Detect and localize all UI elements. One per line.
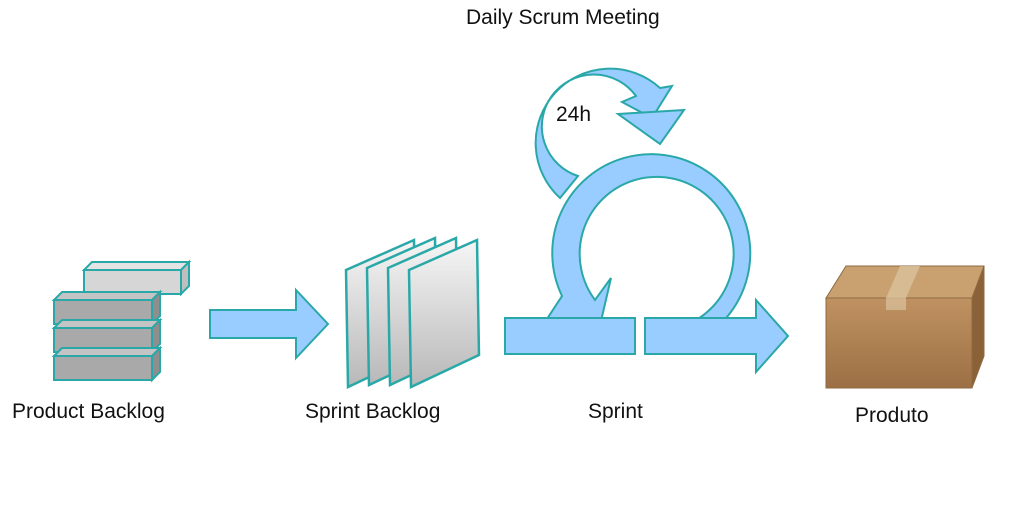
product-label: Produto [855,404,929,427]
cycle-duration-label: 24h [556,103,592,126]
daily-scrum-ring-arrow [534,67,675,200]
daily-arrow-head [615,108,687,146]
daily-scrum-meeting-label: Daily Scrum Meeting [466,6,660,29]
product-backlog-label: Product Backlog [12,400,165,423]
backlog-sheet [407,238,481,389]
flow-arrow-2 [644,297,790,375]
product-backlog-stack [51,259,192,383]
sprint-base-bar [504,317,636,355]
backlog-block [51,317,163,355]
sprint-backlog-sheets [344,236,481,389]
backlog-block [81,259,192,297]
sprint-ring-arrow [543,153,752,354]
flow-arrow-1 [209,287,330,361]
sprint-cycle [504,67,790,375]
product-box [825,265,985,389]
sprint-backlog-label: Sprint Backlog [305,400,441,423]
sprint-label: Sprint [588,400,643,423]
backlog-block [51,345,163,383]
